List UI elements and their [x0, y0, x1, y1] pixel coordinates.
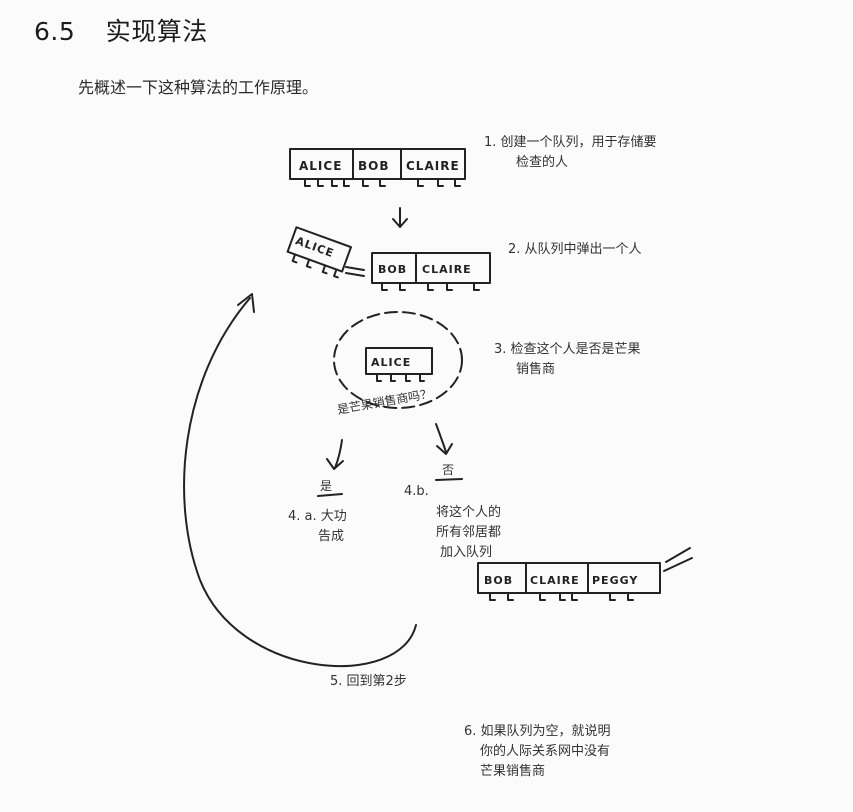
section-heading: 6.5 实现算法	[34, 12, 208, 48]
queue-2-item: CLAIRE	[422, 263, 472, 276]
section-title: 实现算法	[105, 17, 208, 46]
step-3-line-1: 3. 检查这个人是否是芒果	[494, 341, 641, 357]
queue-1-box	[289, 148, 466, 180]
step-6-line-1: 6. 如果队列为空，就说明	[464, 723, 611, 739]
no-label: 否	[442, 463, 454, 477]
step-4a-line-1: 4. a. 大功	[288, 509, 347, 524]
step-5: 5. 回到第2步	[330, 674, 407, 689]
queue-3-item: CLAIRE	[530, 574, 580, 587]
check-circle	[333, 311, 463, 409]
step-4b-line-2: 所有邻居都	[436, 525, 501, 540]
popped-person	[286, 226, 352, 279]
no-arrow-icon	[435, 423, 453, 455]
step-4b-label: 4.b.	[404, 484, 429, 499]
step-1-line-1: 1. 创建一个队列，用于存储要	[484, 135, 657, 150]
queue-2	[371, 252, 491, 291]
step-4b-line-1: 将这个人的	[436, 504, 501, 520]
queue-1-item: CLAIRE	[406, 159, 460, 173]
checked-person-label: ALICE	[371, 356, 411, 369]
queue-1	[289, 148, 466, 187]
step-3-line-2: 销售商	[516, 361, 555, 377]
queue-3-item: BOB	[484, 574, 513, 587]
intro-paragraph: 先概述一下这种算法的工作原理。	[78, 78, 319, 97]
step-4b-line-3: 加入队列	[440, 545, 492, 560]
yes-arrow-icon	[326, 439, 344, 470]
queue-3	[477, 562, 661, 601]
step-4a-line-2: 告成	[318, 529, 344, 544]
step-6-line-2: 你的人际关系网中没有	[480, 743, 610, 759]
yes-label: 是	[320, 479, 332, 493]
step-2: 2. 从队列中弹出一个人	[508, 242, 642, 257]
queue-2-item: BOB	[378, 263, 407, 276]
question-label: 是芒果销售商吗？	[336, 386, 433, 417]
section-number: 6.5	[34, 17, 76, 46]
checked-person	[365, 347, 433, 382]
step-1-line-2: 检查的人	[516, 154, 568, 170]
queue-1-item: BOB	[358, 159, 390, 173]
step-6-line-3: 芒果销售商	[480, 763, 545, 779]
motion-lines-icon	[345, 266, 365, 277]
loop-arrow-icon	[183, 293, 417, 668]
queue-1-item: ALICE	[299, 159, 342, 173]
queue-3-item: PEGGY	[592, 574, 638, 587]
motion-lines-icon	[663, 547, 693, 572]
down-arrow-icon	[392, 207, 408, 228]
